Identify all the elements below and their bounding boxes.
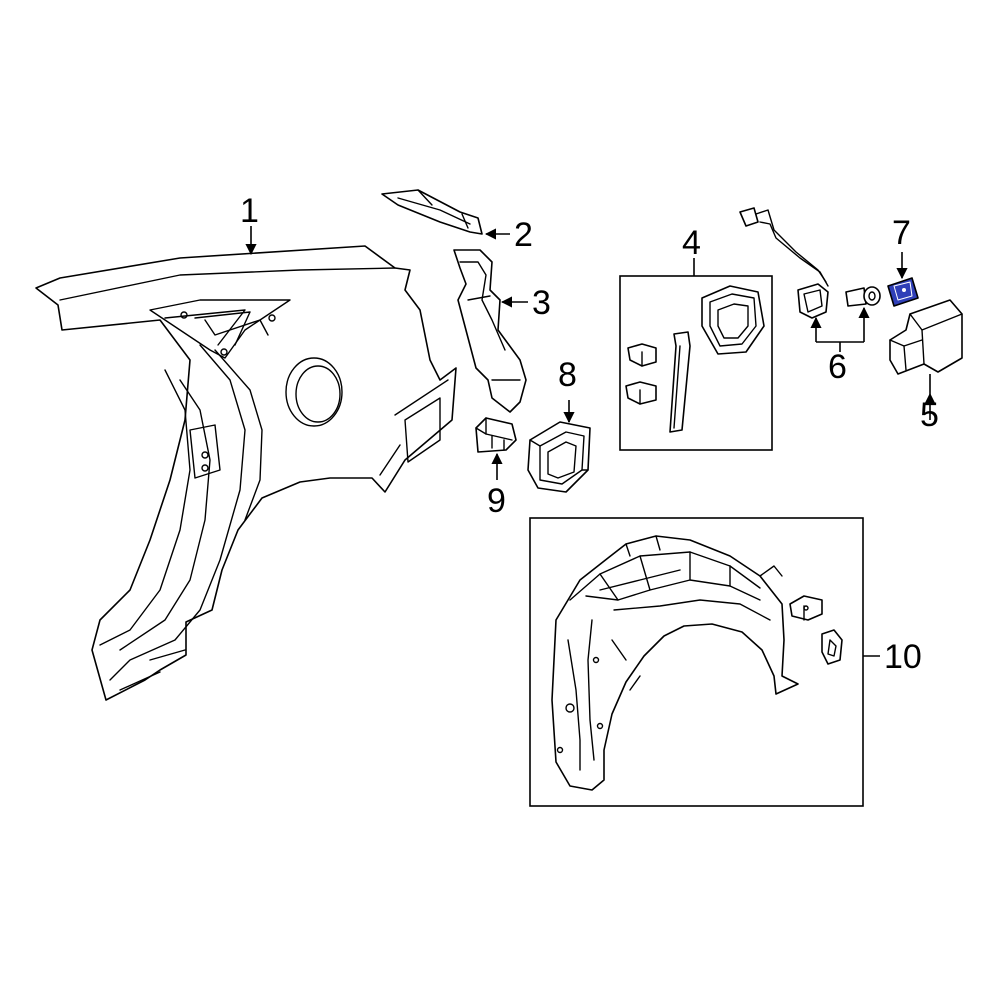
callout-labels: 1 2 3 4 5 6 7 8 9 10 <box>240 192 939 676</box>
callout-1: 1 <box>240 192 259 230</box>
actuator-cable-part-6[interactable] <box>739 207 881 319</box>
callout-2: 2 <box>514 216 533 254</box>
liner-clips-part-10[interactable] <box>789 595 843 665</box>
callout-8: 8 <box>558 356 577 394</box>
callout-9: 9 <box>487 482 506 520</box>
fuel-door-body-part-5[interactable] <box>889 299 963 375</box>
fender-liner-part-10[interactable] <box>551 535 799 791</box>
reinforcement-part-3[interactable] <box>453 249 527 413</box>
upper-bracket-part-2[interactable] <box>381 189 483 235</box>
clip-part-7-highlighted[interactable] <box>887 277 919 307</box>
leader-lines <box>245 226 936 657</box>
housing-part-8[interactable] <box>527 421 591 493</box>
quarter-panel-part-1[interactable] <box>35 245 457 701</box>
callout-4: 4 <box>682 224 701 262</box>
callout-7: 7 <box>892 214 911 252</box>
callout-3: 3 <box>532 284 551 322</box>
part-4-group-box <box>619 275 773 451</box>
clip-part-9[interactable] <box>475 417 517 453</box>
callout-5: 5 <box>920 396 939 434</box>
part-10-group-box <box>529 517 864 807</box>
callout-10: 10 <box>884 638 922 676</box>
fuel-door-part-4[interactable] <box>625 285 765 433</box>
callout-6: 6 <box>828 348 847 386</box>
